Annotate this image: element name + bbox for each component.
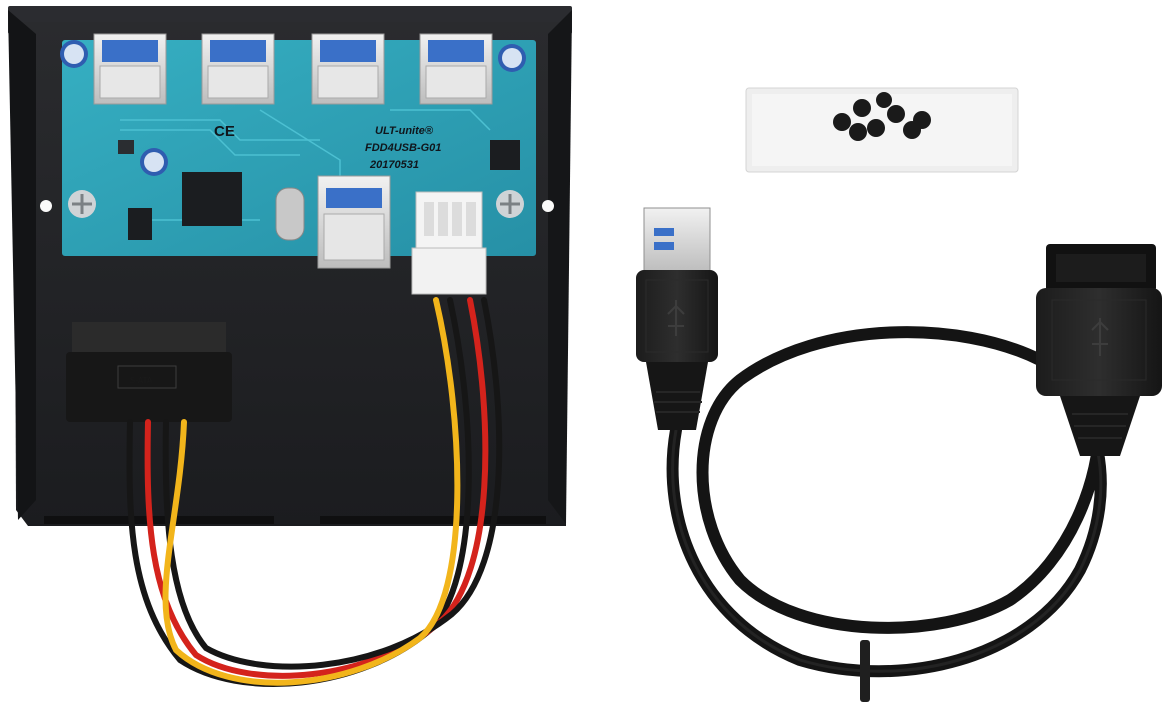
crystal-oscillator	[275, 187, 305, 241]
usb-icon	[1091, 318, 1109, 356]
small-chip	[118, 140, 134, 154]
20pin-header-plug	[1036, 244, 1162, 456]
screw-bag-screw	[849, 123, 867, 141]
bracket-left-flange	[8, 10, 36, 520]
screw-bag-screw	[876, 92, 892, 108]
capacitor	[60, 40, 88, 68]
capacitor	[498, 44, 526, 72]
small-chip	[490, 140, 520, 170]
mount-hole	[40, 200, 52, 212]
usb-icon	[667, 300, 685, 336]
cable-tie	[860, 640, 870, 702]
screw-bag-screw	[867, 119, 885, 137]
pcb-brand-text: ULT-unite®	[375, 125, 434, 137]
usb-port	[201, 33, 275, 105]
usb-port	[419, 33, 493, 105]
sata-label: S-ATA	[130, 376, 153, 385]
usb-port	[93, 33, 167, 105]
screw	[68, 190, 96, 218]
sata-power-wires	[126, 297, 503, 687]
capacitor	[140, 148, 168, 176]
molex-connector	[411, 247, 487, 295]
usb3-to-20pin-cable	[636, 207, 1162, 702]
screw-bag-screw	[853, 99, 871, 117]
ce-mark: CE	[214, 123, 235, 140]
bracket-right-flange	[548, 10, 572, 524]
mount-hole	[542, 200, 554, 212]
pcb-date-text: 20170531	[369, 159, 419, 171]
screw	[496, 190, 524, 218]
controller-chip	[182, 172, 242, 226]
wire-black	[162, 297, 503, 670]
screw-bag	[745, 87, 1019, 173]
internal-usb-port	[317, 175, 391, 269]
pcb-board: CE ULT-unite® FDD4USB-G01 20170531	[60, 33, 536, 269]
front-panel-usb-hub: CE ULT-unite® FDD4USB-G01 20170531	[8, 6, 572, 526]
bracket-bottom-slot	[44, 516, 274, 524]
wire-red	[144, 297, 489, 679]
cable-loop-inner	[671, 358, 1103, 673]
screw-bag-screw	[913, 111, 931, 129]
pcb-model-text: FDD4USB-G01	[365, 142, 441, 154]
usb-a-plug	[636, 207, 718, 430]
sata-power-connector: S-ATA	[66, 322, 232, 422]
screw-bag-screw	[833, 113, 851, 131]
small-chip	[128, 208, 152, 240]
screw-bag-screw	[887, 105, 905, 123]
wire-yellow	[162, 297, 461, 686]
bracket-bottom-slot	[320, 516, 546, 524]
usb-port	[311, 33, 385, 105]
